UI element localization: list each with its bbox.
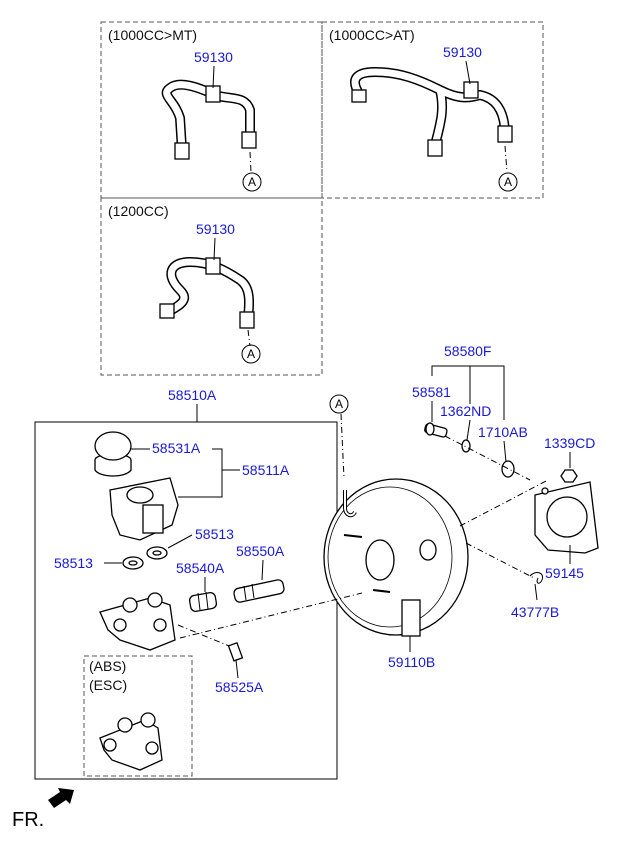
box-label-abs: (ABS) [89, 658, 126, 674]
part-number-58540a[interactable]: 58540A [176, 560, 225, 576]
ref-marker-a [329, 394, 349, 414]
clevis-pin [424, 422, 448, 438]
front-direction-label: FR. [12, 809, 44, 831]
part-number-58531a[interactable]: 58531A [152, 440, 201, 456]
hose-clip [529, 572, 544, 584]
svg-text:A: A [335, 397, 343, 411]
master-cylinder-body [99, 592, 176, 651]
reservoir-cap [94, 431, 132, 477]
ref-marker-a [241, 344, 261, 364]
abs-esc-box [83, 655, 193, 777]
vacuum-hose-1200 [159, 257, 255, 329]
svg-text:A: A [247, 347, 255, 361]
svg-text:A: A [504, 175, 512, 189]
part-number-58581[interactable]: 58581 [412, 384, 451, 400]
master-cylinder-box [34, 421, 338, 780]
part-number-43777b[interactable]: 43777B [511, 604, 559, 620]
part-number-58580f[interactable]: 58580F [444, 343, 491, 359]
box-label-esc: (ESC) [89, 677, 127, 693]
vacuum-hose-mt [161, 79, 257, 160]
bleed-screw [227, 641, 244, 662]
part-number-59110b[interactable]: 59110B [388, 654, 435, 670]
part-number-58550a[interactable]: 58550A [236, 543, 285, 559]
part-number-1362nd[interactable]: 1362ND [440, 403, 491, 419]
part-number-59145[interactable]: 59145 [545, 565, 584, 581]
master-cylinder-abs-body [99, 712, 163, 771]
part-number-58525a[interactable]: 58525A [215, 679, 264, 695]
vacuum-hose-at [350, 67, 513, 157]
box-label-mt: (1000CC>MT) [108, 27, 197, 43]
brake-booster [323, 478, 469, 637]
part-number-58510a[interactable]: 58510A [168, 387, 217, 403]
o-ring [501, 460, 515, 478]
ref-marker-a [242, 172, 262, 192]
booster-gasket [534, 481, 599, 554]
part-number-58513-left[interactable]: 58513 [54, 555, 93, 571]
svg-text:A: A [248, 175, 256, 189]
part-number-58513-upper[interactable]: 58513 [195, 526, 234, 542]
part-number-59130-at[interactable]: 59130 [443, 44, 482, 60]
washer [461, 439, 471, 453]
brake-fluid-reservoir [109, 477, 179, 541]
primary-piston [188, 591, 218, 612]
ref-marker-a [498, 172, 518, 192]
secondary-piston [233, 579, 285, 603]
front-arrow-icon [48, 788, 74, 808]
part-number-1339cd[interactable]: 1339CD [544, 435, 595, 451]
part-number-58511a[interactable]: 58511A [242, 462, 290, 478]
variant-box-1200 [100, 197, 323, 376]
part-number-59130-mt[interactable]: 59130 [194, 49, 233, 65]
hex-nut [560, 469, 578, 483]
part-number-1710ab[interactable]: 1710AB [478, 424, 528, 440]
box-label-1200: (1200CC) [108, 203, 169, 219]
variant-box-at [321, 21, 544, 199]
box-label-at: (1000CC>AT) [329, 27, 415, 43]
part-number-59130-1200[interactable]: 59130 [196, 221, 235, 237]
